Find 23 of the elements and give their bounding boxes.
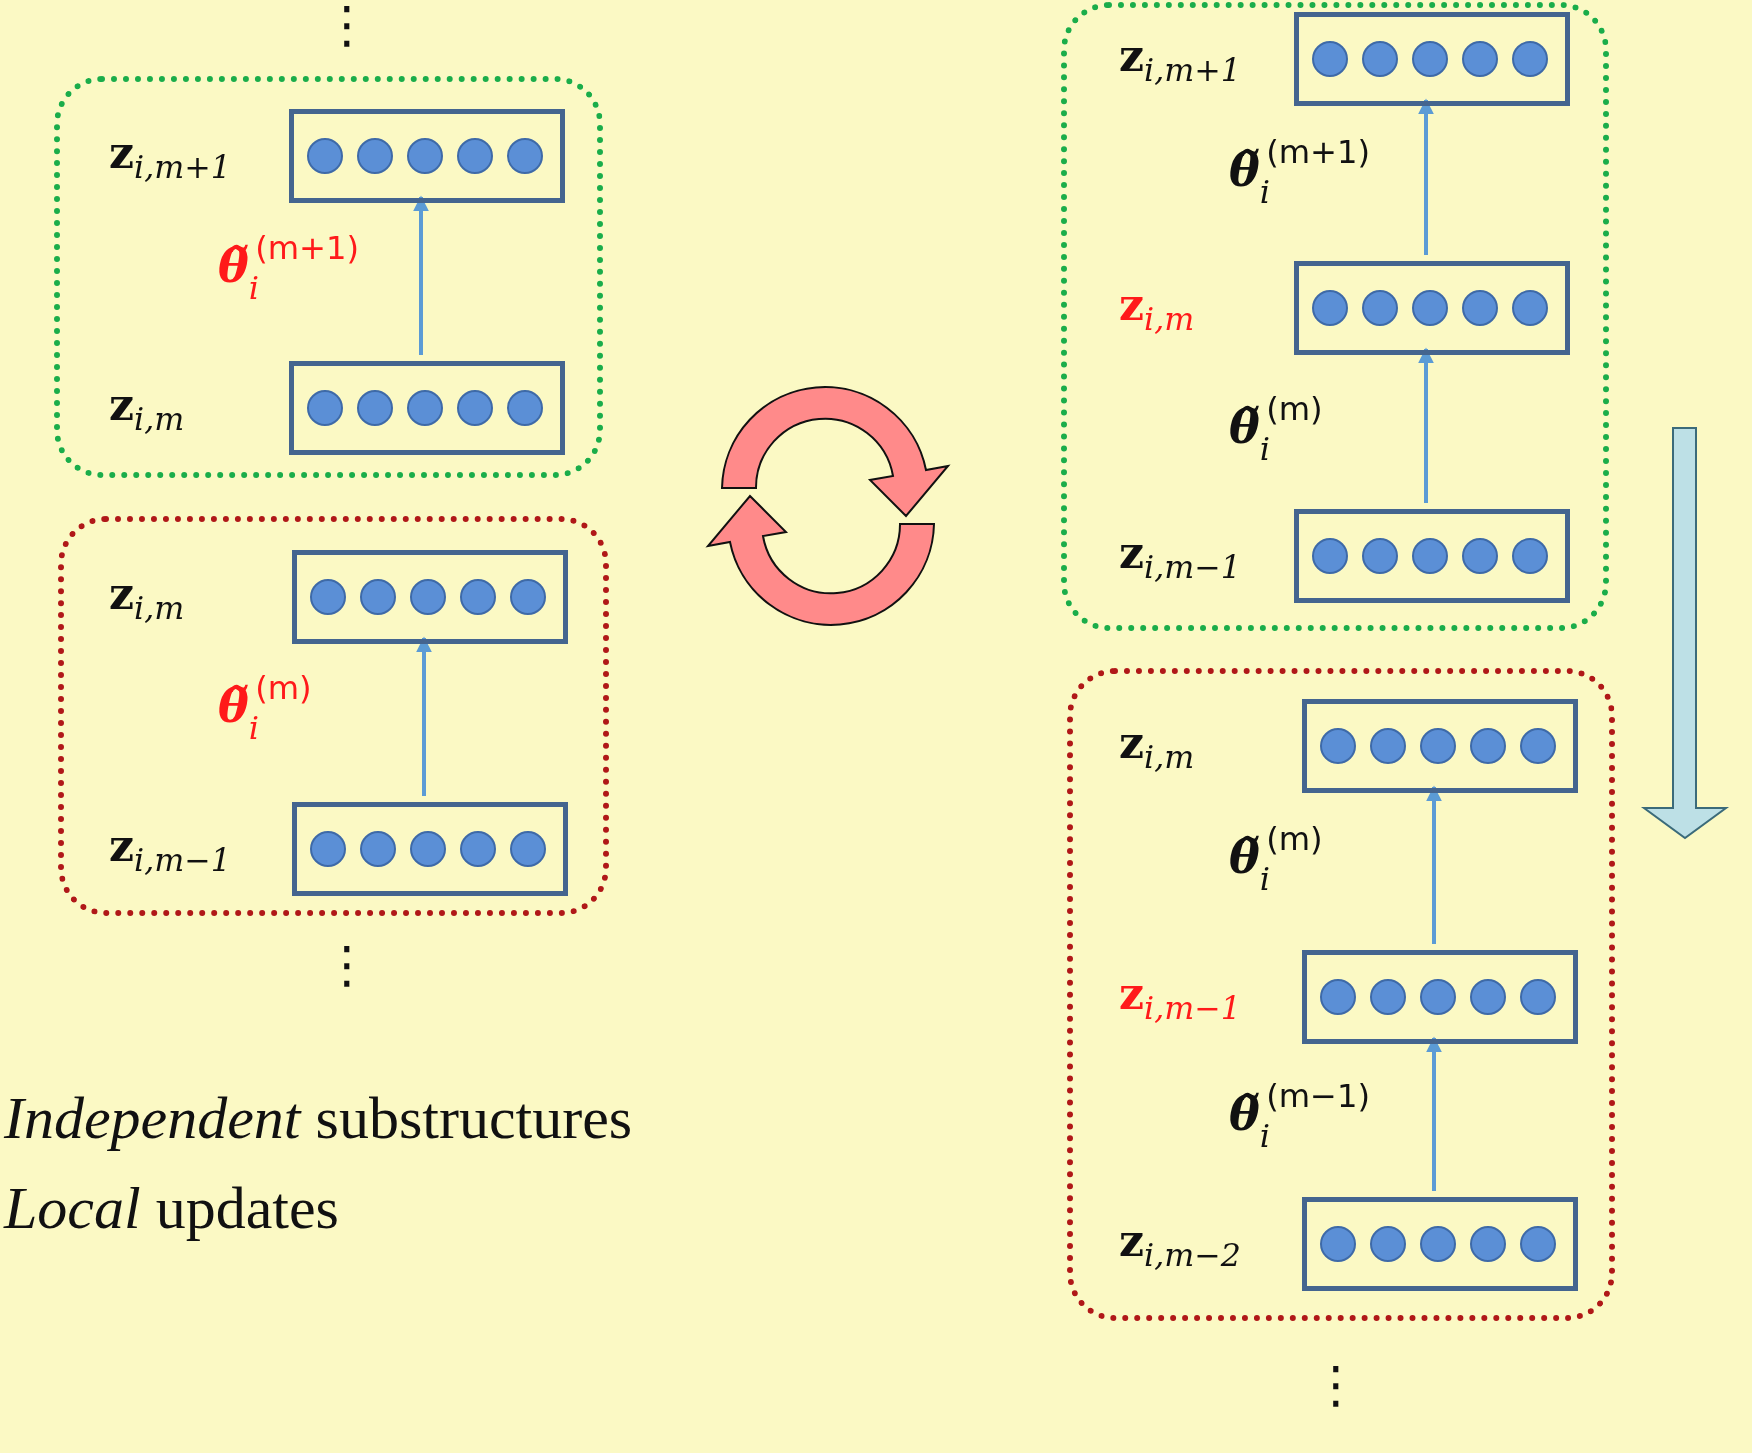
layer-label: z$_{i,m−2}$ xyxy=(1119,1219,1241,1272)
arrow xyxy=(1426,785,1442,944)
arrow xyxy=(1418,347,1434,503)
arrow xyxy=(1418,98,1434,255)
layer-label: z$_{i,m+1}$ xyxy=(109,131,231,184)
layer-label: z$_{i,m}$ xyxy=(1119,721,1195,774)
layer-label: z$_{i,m−1}$ xyxy=(1119,531,1241,584)
ellipsis-dots: ⋮ xyxy=(322,0,372,50)
ellipsis-dots: ⋮ xyxy=(322,940,372,990)
dotted-group-frame xyxy=(1061,2,1609,631)
layer-label: z$_{i,m}$ xyxy=(109,383,185,436)
dotted-group-frame xyxy=(54,76,603,478)
dotted-group-frame xyxy=(1067,668,1615,1321)
layer-label: z$_{i,m}$ xyxy=(109,572,185,625)
layer-label: z$_{i,m}$ xyxy=(1119,283,1195,336)
arrow xyxy=(1426,1036,1442,1191)
layer-label: z$_{i,m−1}$ xyxy=(109,824,231,877)
layer-label: z$_{i,m+1}$ xyxy=(1119,34,1241,87)
dotted-group-frame xyxy=(58,516,609,916)
arrow xyxy=(413,195,429,355)
arrow xyxy=(416,636,432,796)
layer-label: z$_{i,m−1}$ xyxy=(1119,972,1241,1025)
ellipsis-dots: ⋮ xyxy=(1311,1360,1361,1410)
